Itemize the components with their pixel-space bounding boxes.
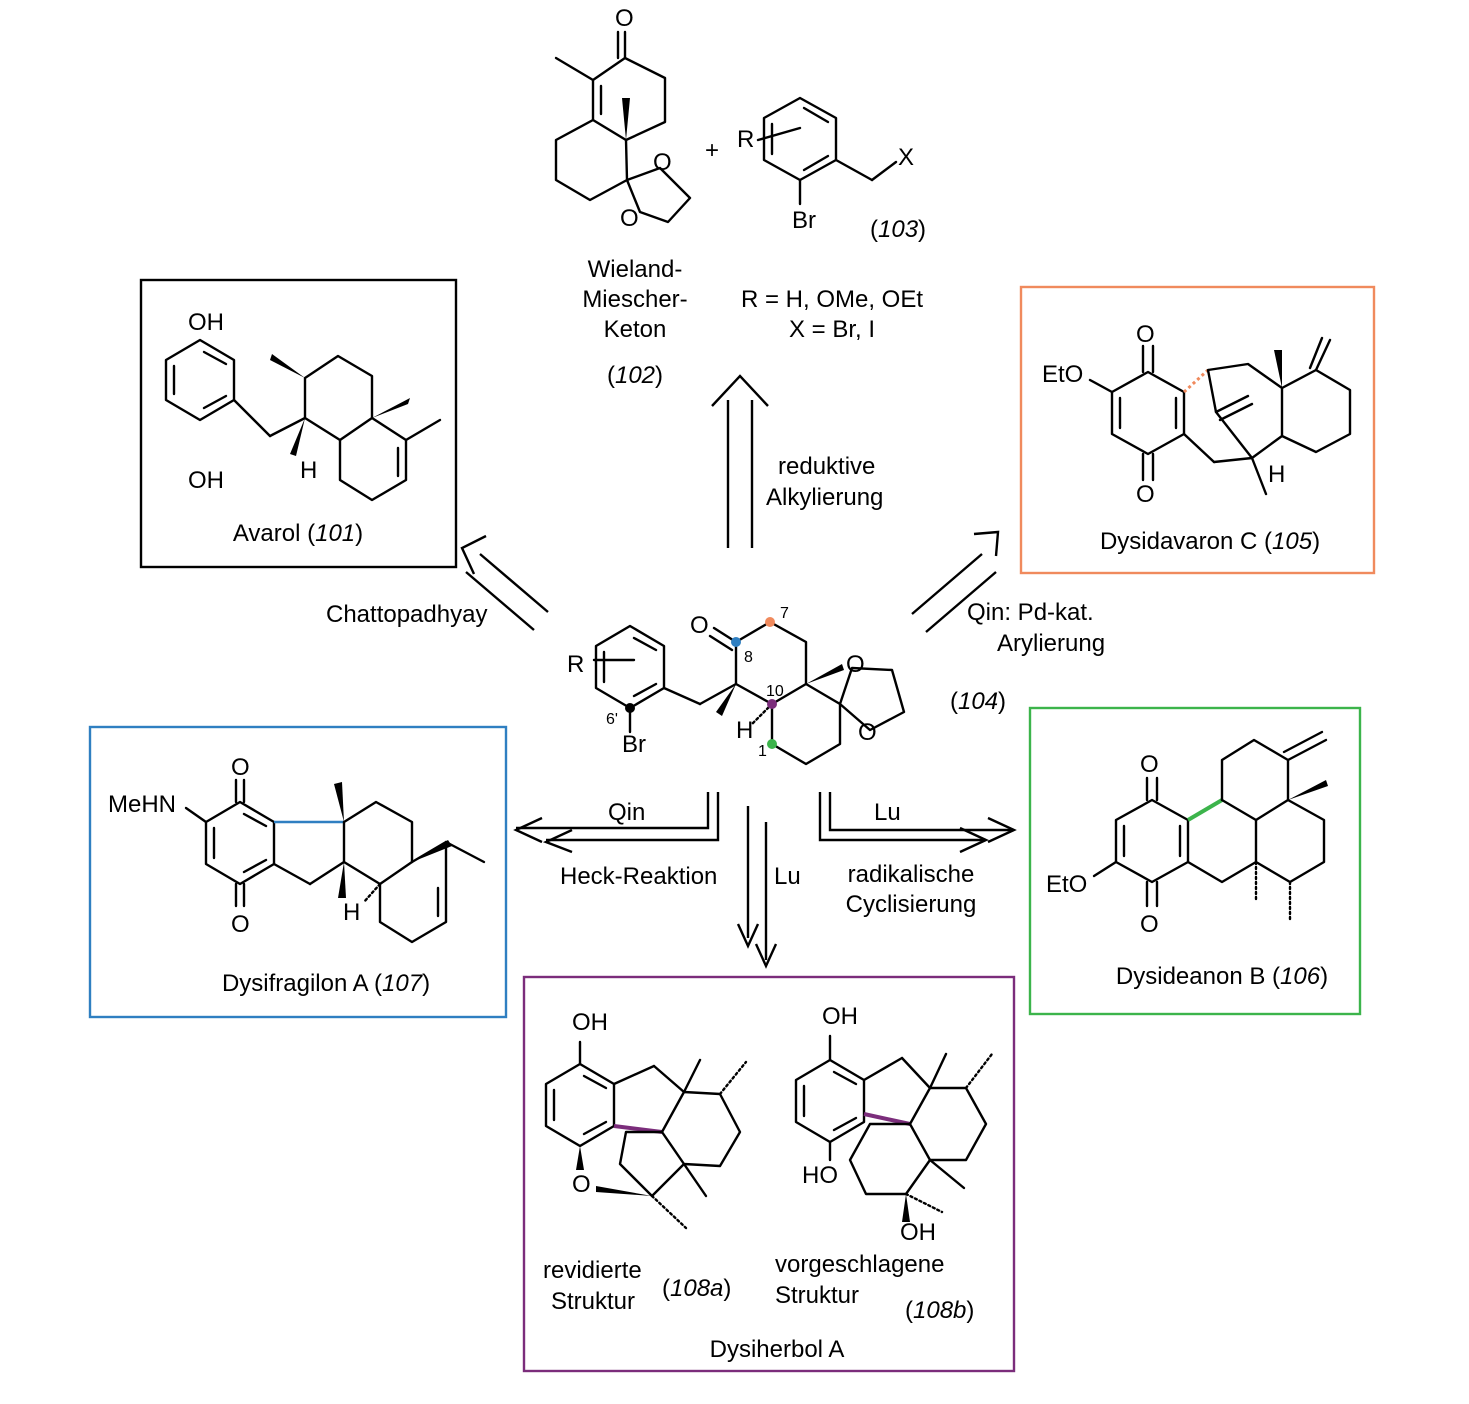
avarol-h: H — [300, 457, 317, 484]
avarol-box — [139, 278, 458, 569]
dysidavaron-h: H — [1268, 461, 1285, 488]
dysideanon-o-bottom: O — [1140, 911, 1159, 938]
wmk-o-atom: O — [615, 5, 634, 32]
dysideanon-structure: O O EtO — [1046, 730, 1328, 938]
center-o2-atom: O — [846, 651, 865, 678]
dysideanon-eto: EtO — [1046, 871, 1087, 898]
retro-arrow-radical — [818, 792, 1017, 854]
retro-arrow-avarol — [460, 534, 549, 631]
dysiherbol-b-oh-bottom: OH — [900, 1219, 936, 1246]
wieland-miescher-structure: O O O — [554, 5, 692, 232]
dysidavaron-label: Dysidavaron C (105) — [1100, 528, 1320, 555]
retro-arrow-heck — [513, 792, 720, 854]
dysiherbol-b-label-2: Struktur — [775, 1282, 859, 1309]
reagent-number: (103) — [870, 216, 926, 243]
up-arrow-label-2: Alkylierung — [766, 484, 883, 511]
up-arrow-label-1: reduktive — [778, 453, 875, 480]
retro-arrow-up — [711, 374, 769, 548]
reagent-x-atom: X — [898, 144, 914, 171]
dysiherbol-b-ho: HO — [802, 1162, 838, 1189]
dysifragilon-label: Dysifragilon A (107) — [222, 970, 430, 997]
r-definition: R = H, OMe, OEt — [741, 286, 923, 313]
qin-pd-label-2: Arylierung — [997, 630, 1105, 657]
chattopadhyay-label: Chattopadhyay — [326, 601, 487, 628]
dysifragilon-h: H — [343, 899, 360, 926]
pos-7: 7 — [780, 605, 789, 622]
dysiherbol-108b-structure: OH HO OH — [794, 1003, 994, 1246]
pos-8: 8 — [744, 649, 753, 666]
wieland-name-3: Keton — [604, 316, 667, 343]
dysifragilon-box — [88, 725, 508, 1019]
wieland-name-1: Wieland- — [588, 256, 683, 283]
center-o3-atom: O — [858, 719, 877, 746]
center-number: (104) — [950, 688, 1006, 715]
retro-arrow-dysidavaron — [911, 530, 1000, 633]
dysiherbol-b-oh-top: OH — [822, 1003, 858, 1030]
center-r-atom: R — [567, 651, 584, 678]
dysiherbol-a-o: O — [572, 1171, 591, 1198]
lu-down-label: Lu — [774, 863, 801, 890]
avarol-label: Avarol (101) — [233, 520, 363, 547]
dysiherbol-a-label-2: Struktur — [551, 1288, 635, 1315]
plus-sign: + — [705, 137, 719, 164]
center-br-atom: Br — [622, 731, 646, 758]
dysiherbol-108a-structure: OH O — [544, 1009, 748, 1230]
dysifragilon-structure: MeHN O O H — [108, 754, 486, 944]
dysifragilon-o-top: O — [231, 754, 250, 781]
wieland-number: (102) — [607, 362, 663, 389]
dysidavaron-box — [1019, 285, 1376, 575]
dysideanon-o-top: O — [1140, 751, 1159, 778]
dysideanon-label: Dysideanon B (106) — [1116, 963, 1328, 990]
dysifragilon-o-bottom: O — [231, 911, 250, 938]
dysidavaron-eto: EtO — [1042, 361, 1083, 388]
center-h-atom: H — [736, 717, 753, 744]
pos-1: 1 — [758, 743, 767, 760]
dysiherbol-a-number: (108a) — [662, 1275, 731, 1302]
dysiherbol-a-oh: OH — [572, 1009, 608, 1036]
benzyl-halide-structure: R X Br — [737, 96, 914, 234]
dysiherbol-box — [522, 975, 1016, 1373]
qin-pd-label-1: Qin: Pd-kat. — [967, 599, 1094, 626]
avarol-oh-top: OH — [188, 309, 224, 336]
reagent-r-atom: R — [737, 126, 754, 153]
avarol-oh-bottom: OH — [188, 467, 224, 494]
wmk-o2-atom: O — [653, 149, 672, 176]
central-intermediate-structure: R O O O Br H 7 8 10 1 6' — [567, 605, 906, 766]
pos-6prime: 6' — [606, 711, 618, 728]
dysidavaron-structure: EtO O O H — [1042, 321, 1352, 508]
radical-label-1: radikalische — [848, 861, 975, 888]
dysidavaron-o-bottom: O — [1136, 481, 1155, 508]
dysiherbol-b-number: (108b) — [905, 1297, 974, 1324]
dysideanon-box — [1028, 706, 1362, 1016]
avarol-structure: OH OH H — [164, 309, 442, 502]
dysidavaron-o-top: O — [1136, 321, 1155, 348]
dysifragilon-mehn: MeHN — [108, 791, 176, 818]
pos-10: 10 — [766, 683, 784, 700]
center-o-atom: O — [690, 612, 709, 639]
qin-label: Qin — [608, 799, 645, 826]
retro-arrow-down — [736, 806, 778, 969]
wieland-name-2: Miescher- — [582, 286, 687, 313]
x-definition: X = Br, I — [789, 316, 875, 343]
dysiherbol-label: Dysiherbol A — [710, 1336, 845, 1363]
radical-label-2: Cyclisierung — [846, 891, 977, 918]
lu-right-label: Lu — [874, 799, 901, 826]
dysiherbol-b-label-1: vorgeschlagene — [775, 1251, 944, 1278]
reagent-br-atom: Br — [792, 207, 816, 234]
dysiherbol-a-label-1: revidierte — [543, 1257, 642, 1284]
wmk-o3-atom: O — [620, 205, 639, 232]
heck-label: Heck-Reaktion — [560, 863, 717, 890]
